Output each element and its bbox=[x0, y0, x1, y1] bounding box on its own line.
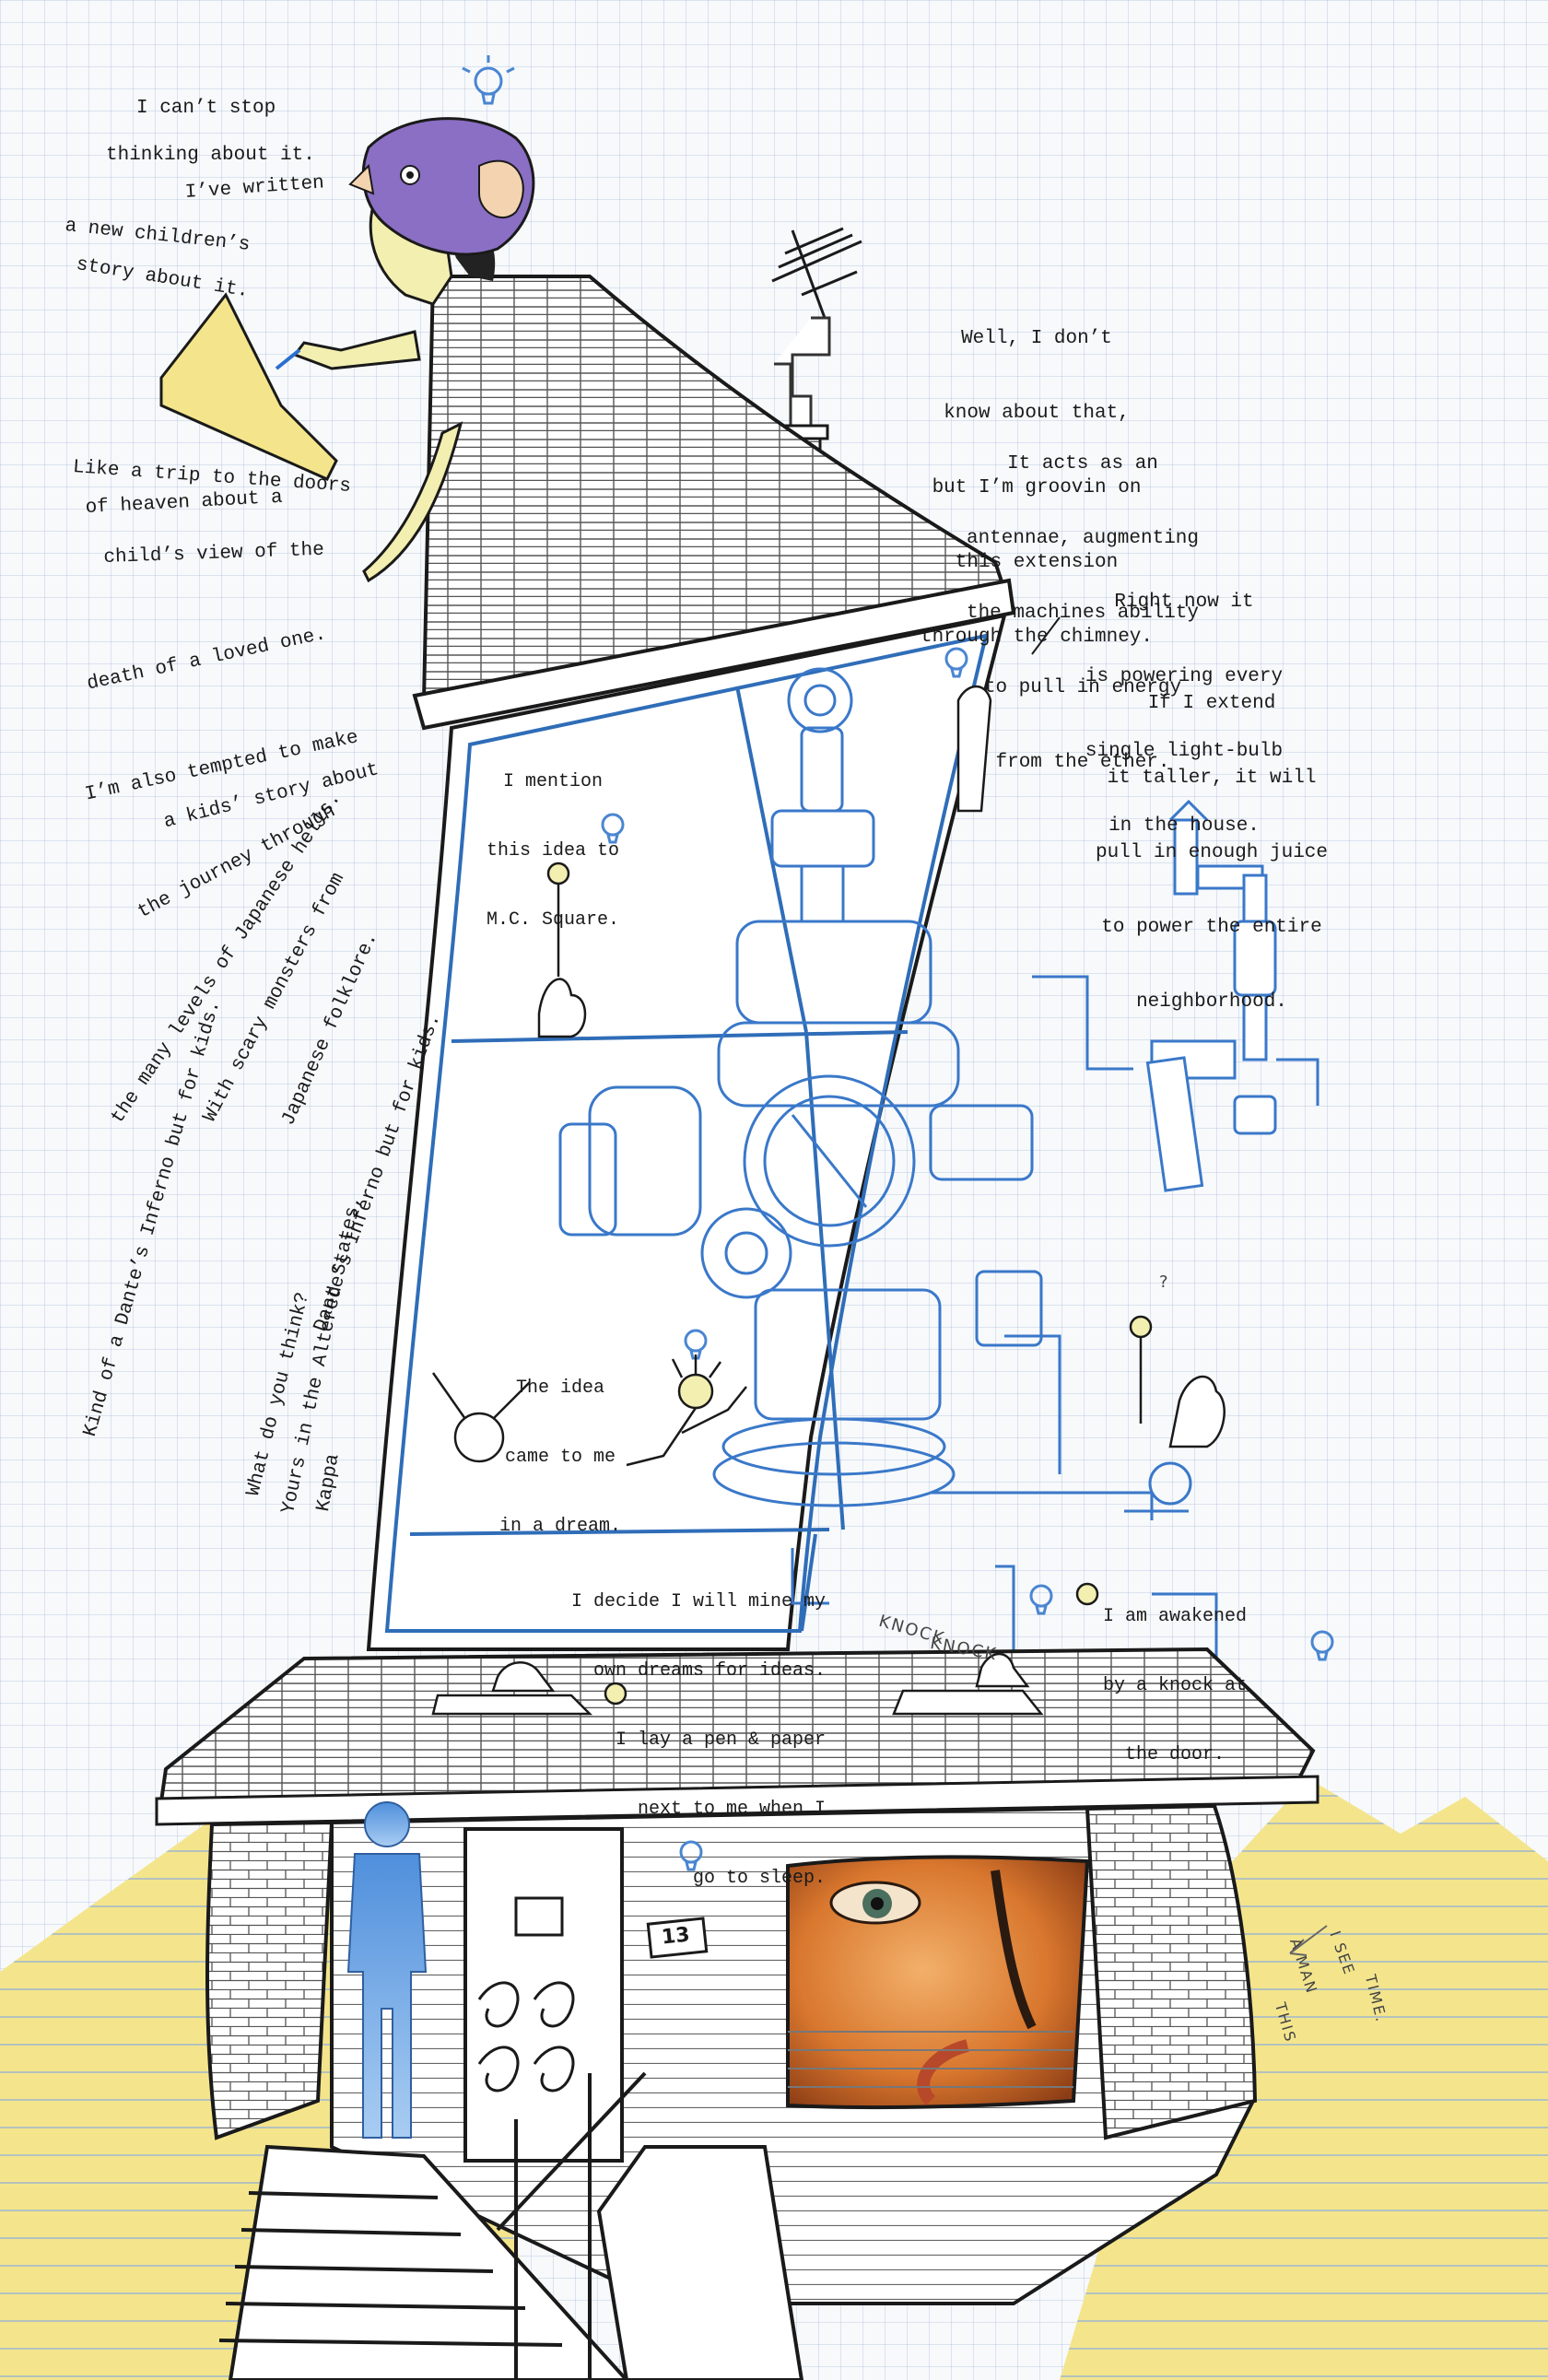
lightbulb-icon bbox=[1029, 1584, 1053, 1615]
right-text-line: know about that, bbox=[944, 403, 1130, 424]
front-steps bbox=[218, 2073, 804, 2380]
comic-panels bbox=[384, 633, 989, 1633]
right-text-line: it taller, it will bbox=[1107, 768, 1317, 789]
cat-icon bbox=[491, 978, 1226, 1693]
right-text-line: to power the entire bbox=[1101, 917, 1322, 938]
right-text-block-3: Right now it is powering every single li… bbox=[1046, 540, 1322, 863]
right-text-line: from the ether. bbox=[995, 752, 1170, 773]
door-window bbox=[514, 1896, 564, 1937]
masked-girl-figure bbox=[159, 117, 535, 583]
lightbulb-icon bbox=[684, 1329, 708, 1360]
purple-mask bbox=[361, 117, 535, 256]
caption-line: own dreams for ideas. bbox=[592, 1660, 826, 1682]
stair-railing bbox=[496, 2071, 647, 2232]
caption-line: I mention bbox=[502, 771, 604, 792]
right-text-line: It acts as an bbox=[1007, 453, 1158, 475]
panel-2-caption: The idea came to me in a dream. bbox=[487, 1331, 634, 1561]
lightbulb-icon bbox=[679, 1840, 703, 1871]
caption-line: M.C. Square. bbox=[486, 909, 620, 931]
tower-body bbox=[366, 613, 1007, 1651]
window-face bbox=[786, 1855, 1090, 2110]
caption-line: in a dream. bbox=[498, 1516, 622, 1537]
porch-left-wall bbox=[205, 1820, 334, 2140]
lightbulb-icon bbox=[944, 647, 968, 678]
caption-line: next to me when I bbox=[637, 1799, 826, 1820]
house-right-brick bbox=[1085, 1803, 1258, 2140]
side-note: I SEE bbox=[1326, 1880, 1391, 1978]
right-text-block-4: If I extend it taller, it will pull in e… bbox=[1073, 641, 1350, 1039]
caption-line: by a knock at bbox=[1102, 1675, 1248, 1696]
right-text-line: single light-bulb bbox=[1085, 741, 1284, 762]
caption-line: this idea to bbox=[486, 840, 620, 862]
lightbulb-icon bbox=[462, 55, 515, 105]
front-door bbox=[463, 1827, 624, 2163]
house-number-plate bbox=[646, 1917, 709, 1959]
door-scrollwork bbox=[477, 1981, 575, 2093]
panel-4-caption: I am awakened by a knock at the door. bbox=[1083, 1559, 1267, 1789]
caption-line: go to sleep. bbox=[692, 1868, 826, 1889]
right-text-line: Well, I don’t bbox=[961, 328, 1112, 349]
caption-line: I decide I will mine my bbox=[570, 1591, 826, 1612]
house-number: 13 bbox=[660, 1923, 691, 1950]
right-text-line: in the house. bbox=[1108, 815, 1260, 837]
chimney-pipe bbox=[774, 316, 831, 435]
right-text-block-2: It acts as an antennae, augmenting the m… bbox=[931, 402, 1235, 800]
spiky-hair-figure bbox=[626, 1354, 747, 1467]
girl-arm bbox=[292, 330, 421, 370]
right-text-line: is powering every bbox=[1085, 666, 1284, 687]
right-text-line: Right now it bbox=[1114, 592, 1254, 613]
dream-machine-drawing bbox=[558, 667, 1192, 1520]
right-text-line: antennae, augmenting bbox=[966, 528, 1200, 549]
caption-line: I lay a pen & paper bbox=[615, 1729, 826, 1751]
right-text-line: the machines ability bbox=[966, 603, 1200, 624]
caption-line: The idea bbox=[515, 1378, 604, 1399]
caption-line: I am awakened bbox=[1102, 1606, 1248, 1627]
bathroom-man-icon bbox=[346, 1801, 428, 2139]
right-text-line: to pull in energy bbox=[983, 677, 1182, 698]
upper-roof-eave bbox=[412, 578, 1016, 731]
right-text-line: neighborhood. bbox=[1136, 991, 1287, 1013]
external-pipes bbox=[791, 799, 1319, 1677]
right-text-line: but I’m groovin on bbox=[932, 477, 1142, 498]
right-text-line: If I extend bbox=[1147, 693, 1276, 714]
paper-sheet bbox=[159, 292, 338, 481]
sleeping-figure bbox=[431, 1689, 1044, 1716]
lightbulb-icon bbox=[601, 813, 625, 844]
right-text-line: pull in enough juice bbox=[1095, 842, 1329, 863]
note-arrow bbox=[1289, 1925, 1328, 1956]
rabbit-icon bbox=[431, 685, 992, 1463]
pointer-line bbox=[1031, 616, 1061, 655]
girl-figure-small bbox=[546, 862, 1153, 1706]
lightbulb-icon bbox=[1310, 1630, 1334, 1661]
panel-3-caption: I decide I will mine my own dreams for i… bbox=[553, 1544, 826, 1913]
caption-line: the door. bbox=[1124, 1744, 1226, 1765]
tv-antenna-icon bbox=[771, 227, 862, 319]
question-mark: ? bbox=[1159, 1272, 1170, 1292]
right-text-line: through the chimney. bbox=[920, 627, 1154, 648]
right-text-block-1: Well, I don’t know about that, but I’m g… bbox=[880, 276, 1193, 674]
panel-1-caption: I mention this idea to M.C. Square. bbox=[470, 724, 636, 955]
left-text-line-2: thinking about it. bbox=[106, 145, 315, 166]
legal-pad-paper-right bbox=[1060, 1778, 1548, 2380]
left-text-line-1: I can’t stop bbox=[136, 98, 276, 119]
girl-arm-lower bbox=[362, 421, 463, 583]
caption-line: came to me bbox=[504, 1447, 616, 1468]
right-text-line: this extension bbox=[955, 552, 1119, 573]
